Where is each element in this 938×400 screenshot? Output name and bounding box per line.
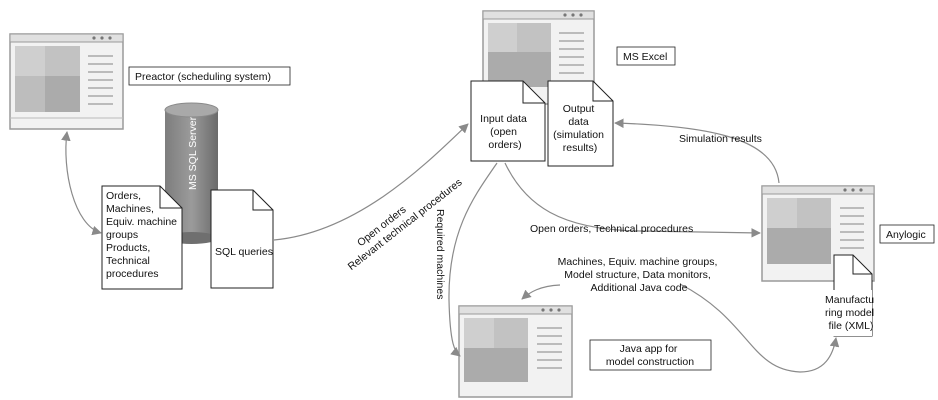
db-tables-line: Equiv. machine <box>106 216 177 228</box>
input-data-line: orders) <box>488 139 521 151</box>
required-machines-connector <box>448 162 498 357</box>
preactor-window <box>9 33 124 130</box>
preactor-label-box <box>128 66 291 86</box>
simulation-results-connector <box>614 118 780 184</box>
input-data-document <box>470 80 546 162</box>
anylogic-label: Anylogic <box>886 229 926 241</box>
model-file-line: Manufactu <box>825 294 874 306</box>
sql-to-input-connector <box>273 123 469 241</box>
to-java-connector <box>521 284 561 300</box>
java-label-box <box>589 339 712 371</box>
db-tables-line: Technical <box>106 255 150 267</box>
output-data-line: (simulation <box>553 129 604 141</box>
required-machines-label: Required machines <box>434 209 446 299</box>
simulation-results-label: Simulation results <box>679 133 762 145</box>
db-tables-document <box>101 185 183 290</box>
db-tables-line: Products, <box>106 242 150 254</box>
db-tables-line: Machines, <box>106 203 154 215</box>
input-data-line: Input data <box>480 113 527 125</box>
java-label-line: model construction <box>606 356 694 368</box>
java-label: Java app for model construction <box>606 343 694 368</box>
anylogic-label-box <box>879 224 935 244</box>
db-tables-text: Orders, Machines, Equiv. machine groups … <box>106 190 180 280</box>
model-construction-line: Additional Java code <box>591 282 688 294</box>
excel-label: MS Excel <box>623 51 667 63</box>
output-data-document <box>547 80 614 167</box>
model-file-text: Manufactu ring model file (XML) <box>825 294 877 332</box>
output-data-text: Output data (simulation results) <box>553 103 607 154</box>
output-data-line: data <box>568 116 589 128</box>
model-construction-connector <box>679 283 840 373</box>
open-orders-connector <box>504 162 761 238</box>
model-file-line: ring model <box>825 307 874 319</box>
db-tables-line: Orders, <box>106 190 141 202</box>
open-orders-tech-label: Open orders, Technical procedures <box>530 223 693 235</box>
db-tables-line: procedures <box>106 268 159 280</box>
model-file-line: file (XML) <box>829 320 874 332</box>
database-label: MS SQL Server <box>187 116 199 190</box>
output-data-line: results) <box>563 142 597 154</box>
db-tables-line: groups <box>106 229 138 241</box>
model-construction-label: Machines, Equiv. machine groups, Model s… <box>558 256 721 294</box>
anylogic-window <box>761 185 875 282</box>
sql-queries-text: SQL queries <box>215 246 273 258</box>
sql-queries-document <box>210 189 274 289</box>
preactor-db-connector <box>61 131 102 236</box>
model-construction-line: Machines, Equiv. machine groups, <box>558 256 718 268</box>
preactor-label: Preactor (scheduling system) <box>135 71 271 83</box>
model-construction-line: Model structure, Data monitors, <box>564 269 710 281</box>
java-window <box>458 305 573 398</box>
output-data-line: Output <box>563 103 595 115</box>
java-label-line: Java app for <box>620 343 678 355</box>
excel-label-box <box>616 46 676 66</box>
input-data-line: (open <box>490 126 517 138</box>
input-data-text: Input data (open orders) <box>480 113 530 151</box>
